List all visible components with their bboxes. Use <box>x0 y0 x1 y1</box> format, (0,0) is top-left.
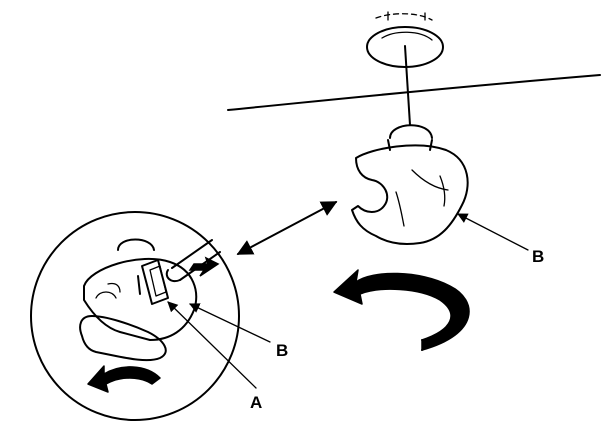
label-a: A <box>250 393 262 412</box>
link-arrow-icon <box>236 201 338 255</box>
leader-b-detail <box>189 303 271 343</box>
detail-view-circle <box>30 211 240 421</box>
rotation-arrow-small-icon <box>87 365 161 393</box>
clip-b-main <box>351 124 469 246</box>
label-b-detail: B <box>276 341 288 360</box>
push-arrow-icon <box>188 256 220 277</box>
body-panel-edge <box>227 74 601 111</box>
leader-b-main <box>457 213 529 251</box>
mounting-hole <box>366 11 444 126</box>
clip-a-tab <box>137 259 169 305</box>
hand-outline <box>79 315 167 362</box>
leader-a <box>167 301 257 389</box>
label-b-main: B <box>532 247 544 266</box>
rotation-arrow-large-icon <box>333 269 470 351</box>
